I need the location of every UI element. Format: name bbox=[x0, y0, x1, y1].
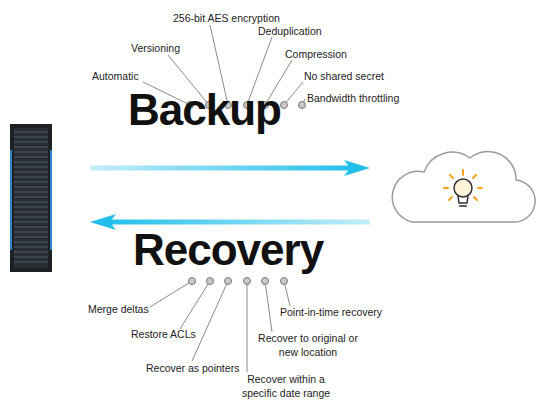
rack-glow bbox=[50, 150, 52, 250]
feature-label: Automatic bbox=[92, 69, 154, 83]
feature-label: Deduplication bbox=[258, 24, 343, 38]
feature-label: Recover as pointers bbox=[146, 361, 261, 375]
feature-label: Restore ACLs bbox=[131, 327, 211, 341]
section-heading: Recovery bbox=[133, 226, 333, 274]
feature-label: Compression bbox=[285, 47, 365, 61]
cloud-icon bbox=[392, 151, 535, 222]
arrow-shaft bbox=[108, 220, 370, 225]
leader-lines bbox=[143, 25, 305, 372]
feature-label: Recover within a specific date range bbox=[236, 372, 336, 400]
server-rack bbox=[10, 124, 52, 272]
rack-body bbox=[10, 124, 52, 272]
rack-glow bbox=[10, 150, 12, 250]
section-heading: Backup bbox=[128, 86, 298, 134]
bulb-rays bbox=[444, 170, 482, 200]
cloud-outline bbox=[392, 151, 535, 222]
feature-label: Versioning bbox=[131, 41, 201, 55]
arrow-shaft bbox=[90, 166, 352, 171]
feature-label: Point-in-time recovery bbox=[280, 305, 405, 319]
feature-label: Merge deltas bbox=[88, 302, 163, 316]
arrow-head bbox=[344, 160, 370, 176]
feature-label: 256-bit AES encryption bbox=[173, 11, 298, 25]
bulb-glass bbox=[454, 179, 472, 197]
rack-slots bbox=[14, 132, 48, 262]
backup-arrow bbox=[90, 160, 370, 176]
rack-face bbox=[14, 128, 48, 268]
bulb-base bbox=[459, 205, 467, 207]
arrow-head bbox=[90, 214, 116, 230]
bulb-neck bbox=[458, 196, 468, 203]
feature-label: No shared secret bbox=[304, 69, 404, 83]
feature-label: Recover to original or new location bbox=[258, 331, 358, 359]
feature-label: Bandwidth throttling bbox=[307, 91, 422, 105]
